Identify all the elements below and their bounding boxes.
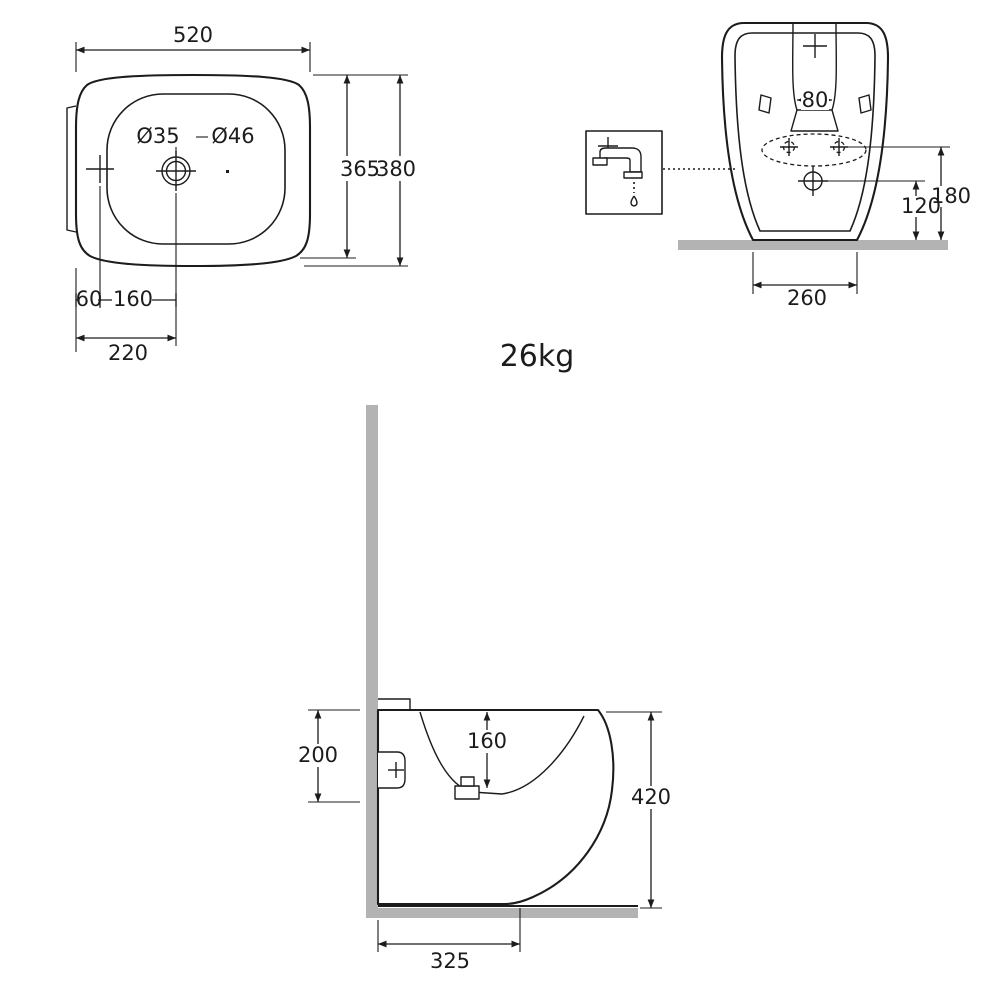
dim-80: 80 <box>797 88 832 112</box>
dim-160-side: 160 <box>466 712 508 788</box>
dim-120-180: 120 180 <box>822 146 971 240</box>
faucet-icon <box>592 137 643 207</box>
right-clip <box>858 94 872 114</box>
hole-diameter-labels: Ø35 Ø46 <box>136 124 255 156</box>
dim-tap-deck-width-label: 80 <box>802 88 829 112</box>
faucet-box <box>585 130 663 215</box>
tap-hole <box>156 151 196 191</box>
drain-fitting-top <box>460 776 475 787</box>
bidet-front-inner-rim <box>734 32 876 232</box>
front-view: 80 <box>585 21 971 310</box>
dim-60-160: 60 160 <box>75 186 177 352</box>
rim-step <box>378 698 411 710</box>
bracket-crosshair <box>388 762 404 778</box>
bidet-side-outline <box>376 708 615 906</box>
dim-basin-depth-label: 160 <box>467 729 507 753</box>
water-inlet-callout <box>585 130 737 215</box>
top-crosshair <box>803 34 827 58</box>
reference-dot <box>226 170 229 173</box>
dim-center-offset-label: 220 <box>108 341 148 365</box>
basin-profile <box>419 711 585 795</box>
fixing-hole-crosshair <box>86 155 114 183</box>
dim-width-label: 520 <box>173 23 213 47</box>
dim-depth-label: 380 <box>376 157 416 181</box>
dim-depth-365-380: 365 380 <box>300 74 416 267</box>
hole-template-ellipse <box>761 133 867 167</box>
dim-hole-height-label: 120 <box>901 194 941 218</box>
bidet-outer-rim <box>74 73 312 268</box>
top-view: Ø35 Ø46 520 365 380 <box>66 23 416 365</box>
dim-back-height-label: 200 <box>298 743 338 767</box>
dim-base-width-label: 260 <box>787 286 827 310</box>
wall-surface <box>366 405 378 918</box>
dim-200: 200 <box>297 709 360 803</box>
upper-left-hole <box>780 138 798 156</box>
dim-420: 420 <box>606 711 672 909</box>
upper-right-hole <box>830 138 848 156</box>
dim-total-height-label: 420 <box>631 785 671 809</box>
dim-upper-hole-height-label: 180 <box>931 184 971 208</box>
weight-label: 26kg <box>500 339 575 374</box>
dim-inner-depth-label: 365 <box>340 157 380 181</box>
dim-260: 260 <box>752 252 858 310</box>
drain-fitting <box>454 785 480 800</box>
dim-325: 325 <box>377 908 521 973</box>
dim-edge-offset-label: 60 <box>76 287 103 311</box>
wall-bracket-outline <box>66 105 77 233</box>
floor-surface-side <box>366 908 638 918</box>
dim-width-520: 520 <box>75 23 311 72</box>
hole-small-label: Ø35 <box>136 124 179 148</box>
dim-hole-spacing-label: 160 <box>113 287 153 311</box>
bidet-inner-basin <box>106 93 286 245</box>
floor-surface <box>678 240 948 250</box>
side-view: 200 160 420 325 <box>297 405 672 973</box>
dim-base-depth-label: 325 <box>430 949 470 973</box>
hole-large-label: Ø46 <box>211 124 254 148</box>
dim-220: 220 <box>76 334 176 365</box>
left-clip <box>758 94 772 114</box>
